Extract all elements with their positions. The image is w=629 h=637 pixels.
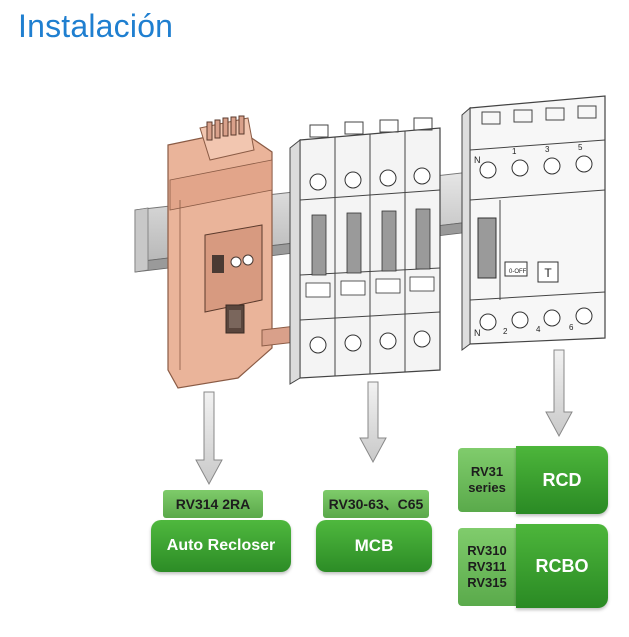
page-title: Instalación: [18, 8, 174, 44]
recloser-model-label: RV314 2RA: [163, 490, 263, 518]
rcbo-model-3: RV315: [467, 575, 507, 590]
rcbo-name-label: RCBO: [516, 524, 608, 608]
terminal-5: 5: [578, 143, 583, 152]
arrow-down-recloser: [195, 391, 223, 486]
rcd-name-label: RCD: [516, 446, 608, 514]
auto-recloser-device: [167, 115, 331, 389]
rcbo-models-label: RV310 RV311 RV315: [458, 528, 516, 606]
test-button: [537, 261, 559, 283]
arrow-down-rcd: [545, 349, 573, 438]
neutral-top-label: N: [474, 155, 481, 165]
rcbo-model-1: RV310: [467, 543, 507, 558]
arrow-down-mcb: [359, 381, 387, 464]
off-label: 0-OFF: [509, 269, 527, 275]
terminal-1: 1: [512, 147, 517, 156]
terminal-3: 3: [545, 145, 550, 154]
rcd-series-line2: series: [468, 480, 506, 495]
terminal-6: 6: [569, 323, 574, 332]
mcb-device: [289, 117, 441, 385]
mcb-model-label: RV30-63、C65: [323, 490, 429, 518]
rcbo-model-2: RV311: [467, 559, 507, 574]
terminal-2: 2: [503, 327, 508, 336]
test-button-label: T: [544, 266, 552, 280]
rcd-series-label: RV31 series: [458, 448, 516, 512]
recloser-name-label: Auto Recloser: [151, 520, 291, 572]
terminal-4: 4: [536, 325, 541, 334]
rcd-device: [461, 95, 606, 351]
neutral-bottom-label: N: [474, 328, 481, 338]
rcd-series-line1: RV31: [470, 464, 504, 479]
mcb-name-label: MCB: [316, 520, 432, 572]
